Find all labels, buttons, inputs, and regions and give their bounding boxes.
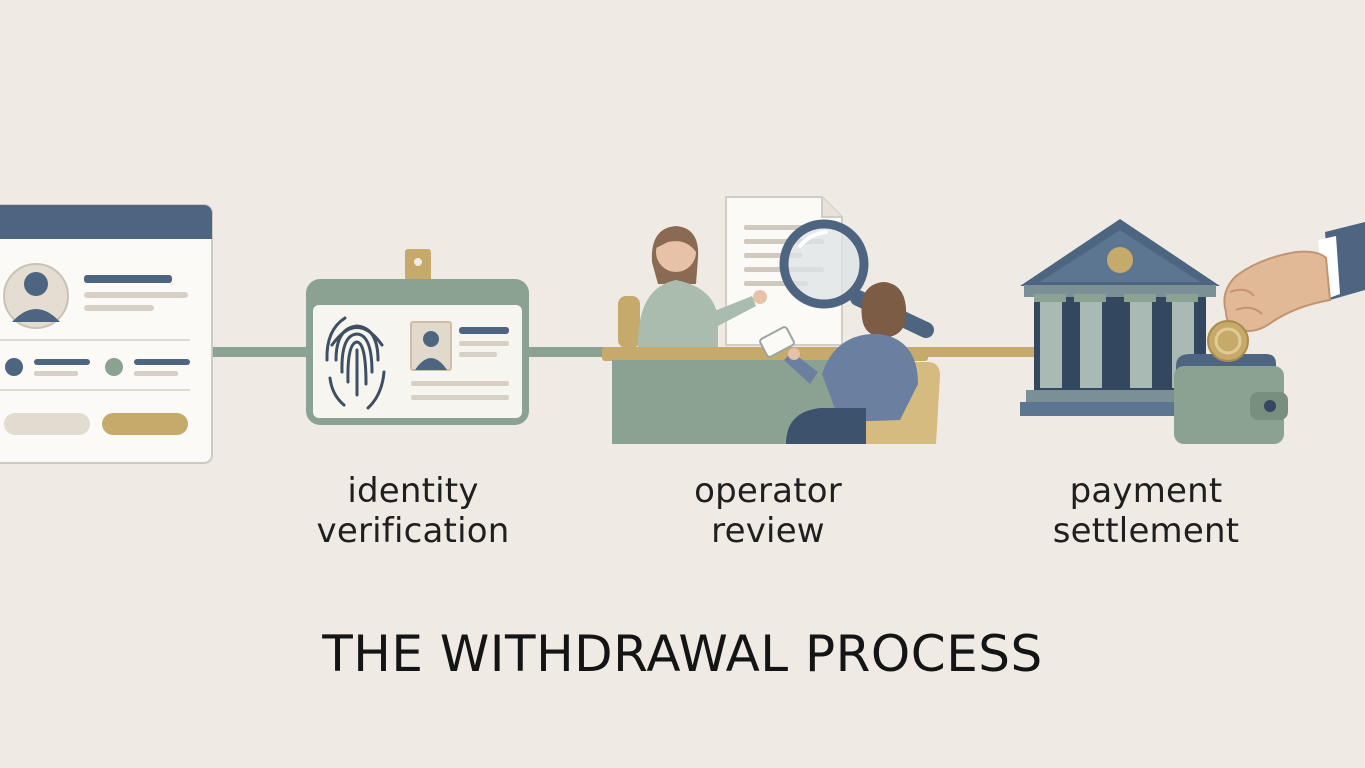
step-label-line: payment [1069,471,1223,511]
operator-review-icon [602,196,940,444]
fingerprint-icon [325,316,386,410]
step-label-operator-review: operator review [638,471,898,551]
step-label-line: identity [347,471,479,511]
step-label-line: verification [316,511,510,551]
step-label-line: settlement [1052,511,1240,551]
wallet-icon [1174,354,1288,444]
bank-icon [1020,219,1220,416]
step-label-identity-verification: identity verification [283,471,543,551]
account-form-icon [0,204,213,464]
diagram-title: THE WITHDRAWAL PROCESS [322,625,1043,683]
step-label-line: review [711,511,825,551]
id-badge-icon [306,249,529,425]
step-label-line: operator [694,471,842,511]
coin-icon [1207,320,1249,362]
step-label-payment-settlement: payment settlement [1016,471,1276,551]
hand-icon [1223,222,1365,332]
